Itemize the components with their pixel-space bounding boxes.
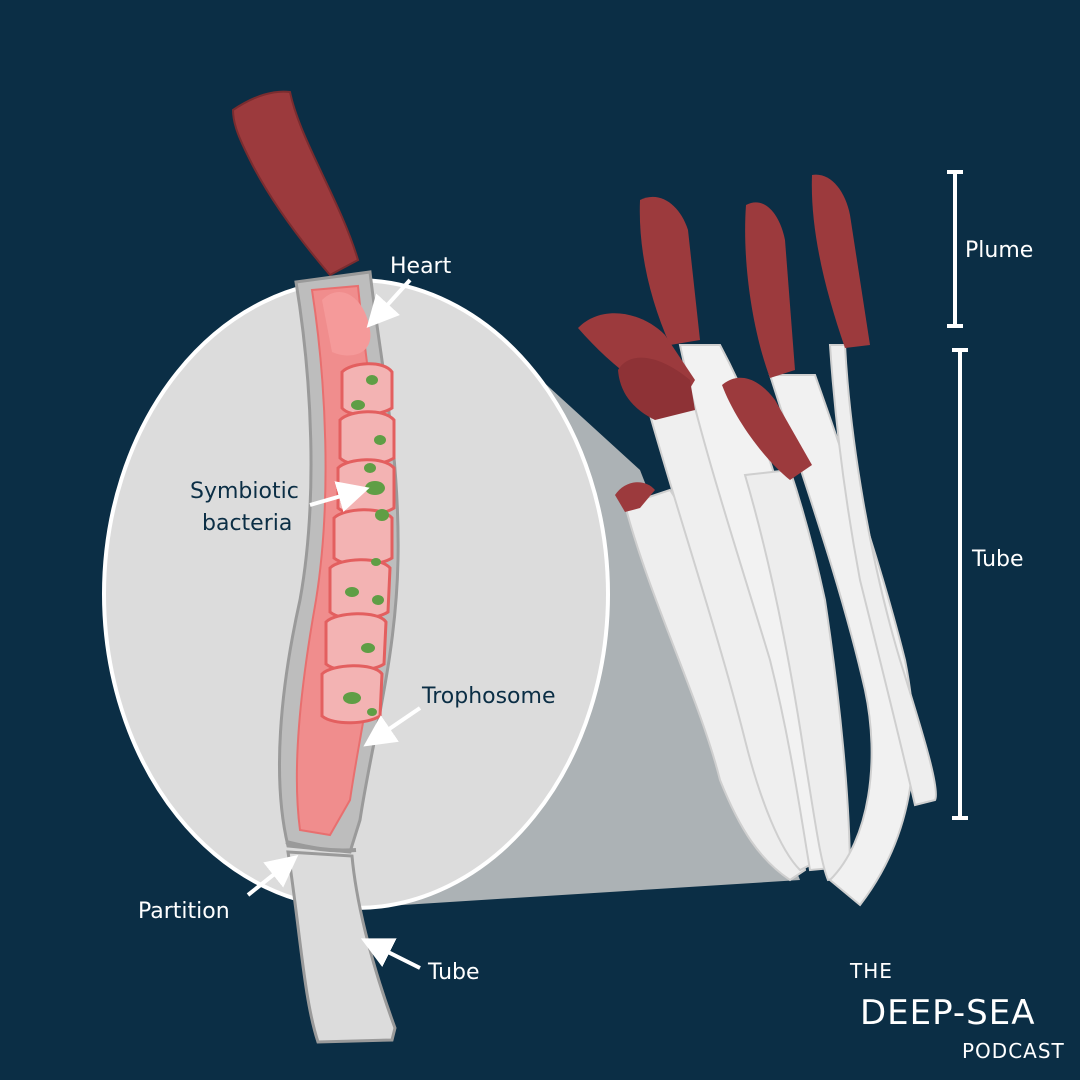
segment [340, 412, 394, 465]
bacteria [371, 558, 381, 566]
segment [326, 614, 386, 671]
bacteria [375, 509, 389, 521]
partition-label: Partition [138, 899, 230, 924]
plume [812, 175, 870, 348]
bacteria [351, 400, 365, 410]
plume-scale-label: Plume [965, 238, 1033, 263]
bacteria [365, 481, 385, 495]
bacteria [343, 692, 361, 704]
scale-brackets [947, 172, 968, 818]
logo-line1: THE [849, 959, 893, 983]
segment [330, 560, 390, 619]
logo-line3: PODCAST [962, 1039, 1065, 1063]
logo-line2: DEEP-SEA [860, 993, 1036, 1033]
symbiotic-label-line1: Symbiotic [190, 479, 299, 504]
heart-label: Heart [390, 254, 452, 279]
bacteria [345, 587, 359, 597]
bacteria [366, 375, 378, 385]
trophosome-label: Trophosome [421, 684, 555, 709]
bacteria [364, 463, 376, 473]
podcast-logo: THE DEEP-SEA PODCAST [849, 959, 1065, 1063]
segment [342, 364, 392, 415]
bacteria [374, 435, 386, 445]
bacteria [372, 595, 384, 605]
symbiotic-label-line2: bacteria [202, 511, 292, 536]
tube-arrow [368, 942, 420, 968]
plume [745, 202, 795, 378]
tube-scale-label: Tube [971, 547, 1024, 572]
tube-label: Tube [427, 960, 480, 985]
worm-plume [233, 92, 358, 275]
bacteria [367, 708, 377, 716]
bacteria [361, 643, 375, 653]
